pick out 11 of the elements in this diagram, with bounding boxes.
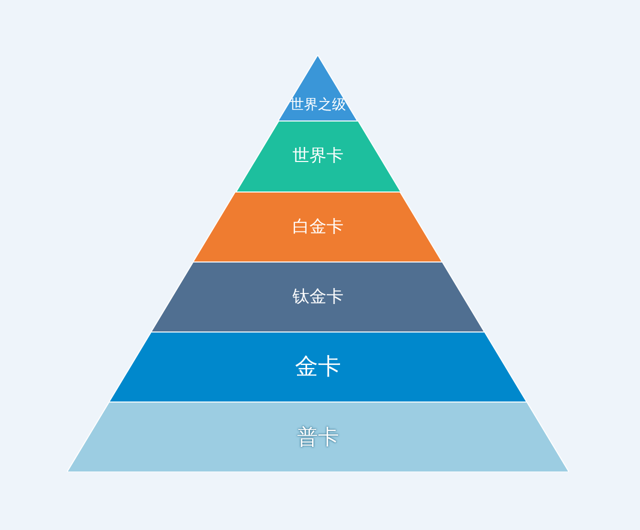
tier-label: 白金卡 (291, 218, 344, 236)
tier-label: 世界卡 (291, 148, 344, 165)
tier-label: 钛金卡 (291, 288, 344, 306)
tier-label: 普卡 (296, 426, 340, 448)
pyramid-tier (236, 121, 400, 192)
tier-label: 世界之级 (288, 98, 347, 112)
tier-label: 金卡 (294, 356, 342, 378)
pyramid-tier (193, 192, 443, 262)
pyramid-tier (109, 332, 527, 402)
pyramid-tier (151, 262, 485, 332)
pyramid-tier (67, 402, 569, 472)
